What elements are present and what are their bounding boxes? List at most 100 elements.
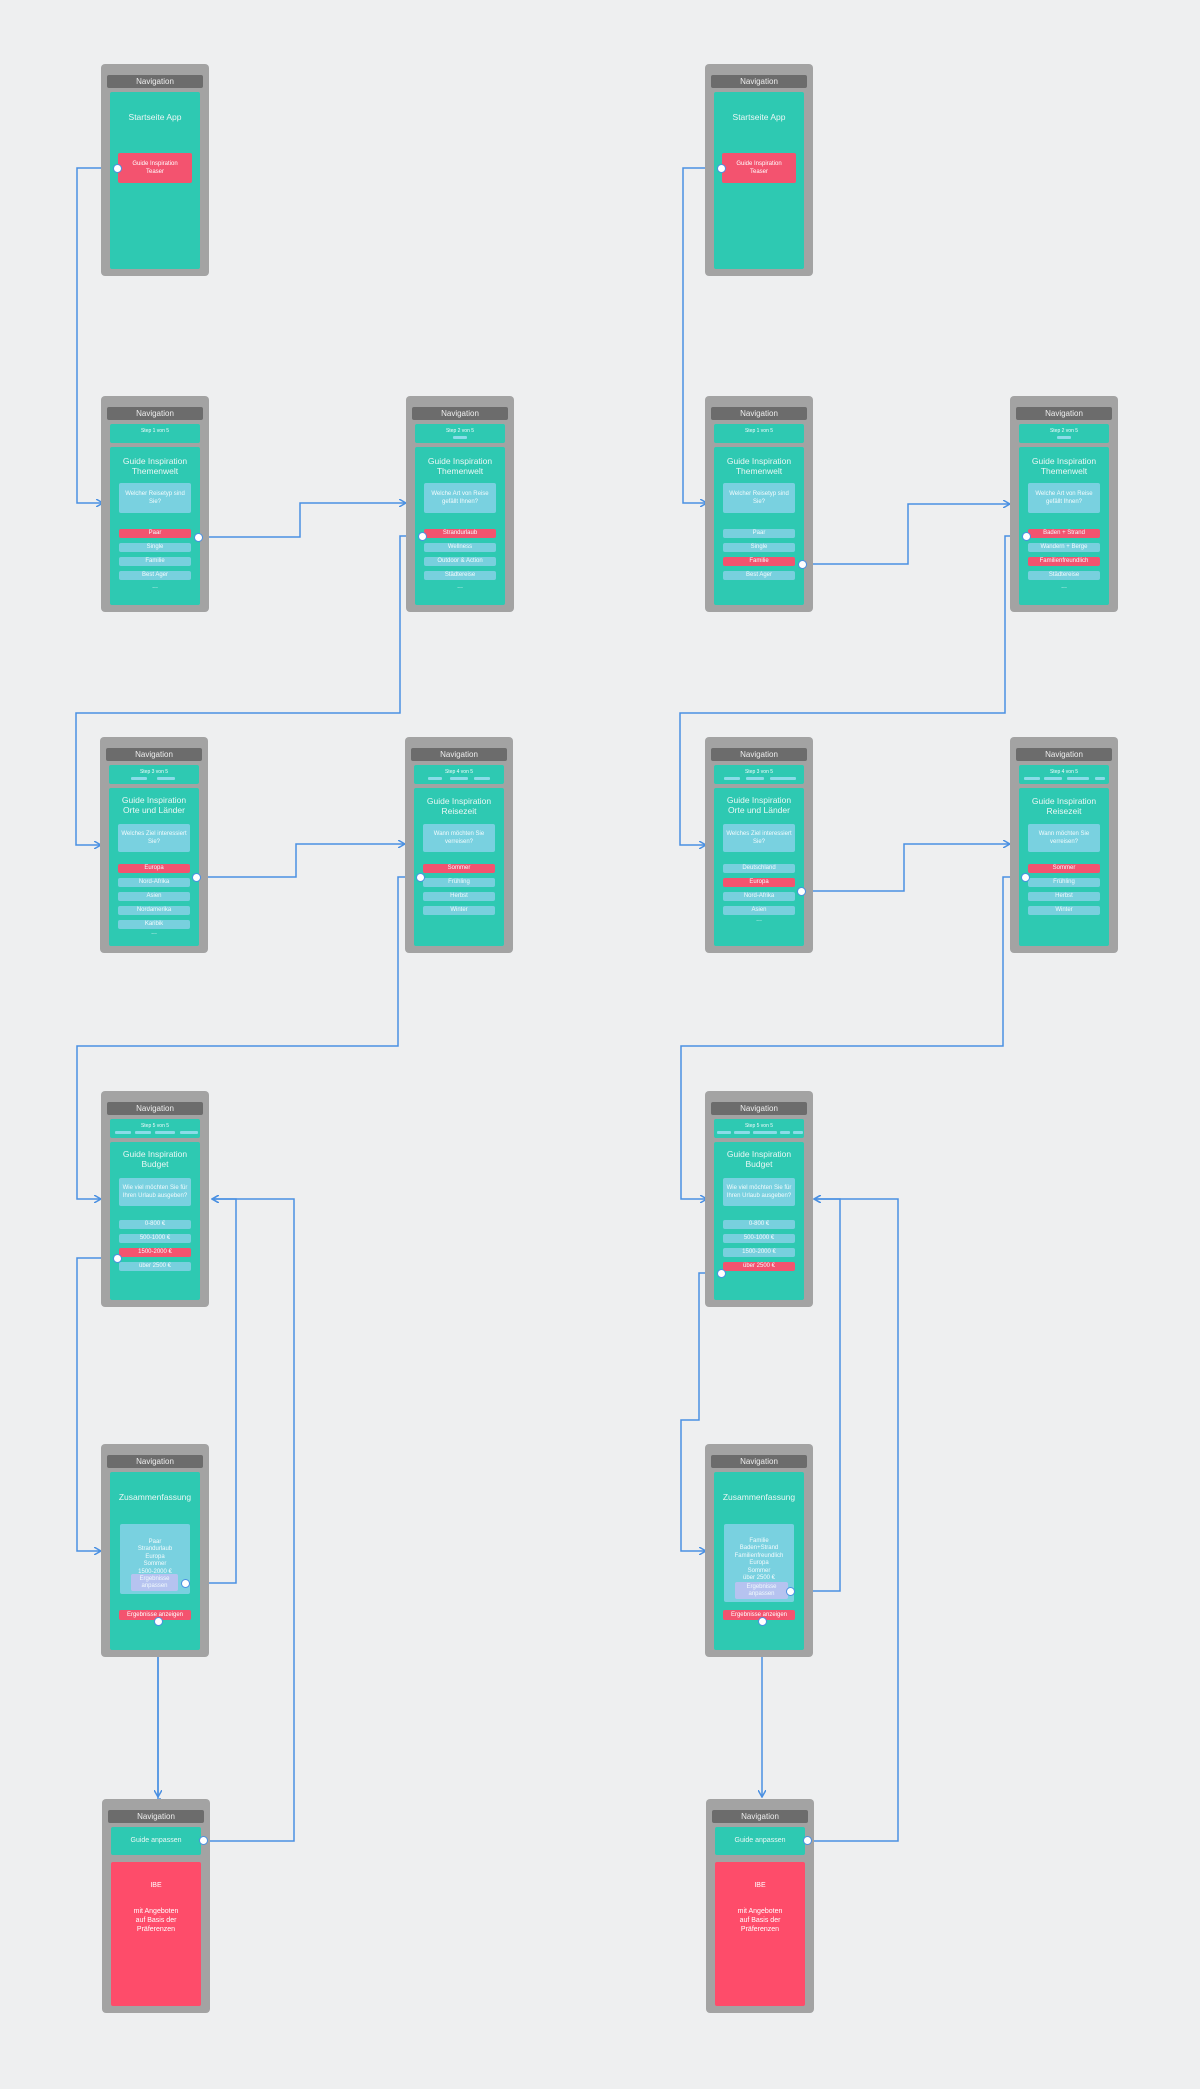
option-winter[interactable]: Winter xyxy=(423,906,495,915)
option-best-ager[interactable]: Best Ager xyxy=(723,571,795,580)
progress-dash xyxy=(474,777,490,780)
option-baden-strand[interactable]: Baden + Strand xyxy=(1028,529,1100,538)
adjust-results-button[interactable]: Ergebnisse anpassen xyxy=(131,1574,178,1591)
option-staedtereise[interactable]: Städtereise xyxy=(424,571,496,580)
question-panel: Guide Inspiration Budget Wie viel möchte… xyxy=(110,1142,200,1300)
progress-dash xyxy=(450,777,468,780)
option-budget-2[interactable]: 500-1000 € xyxy=(723,1234,795,1243)
progress-dash xyxy=(453,436,467,439)
option-familie[interactable]: Familie xyxy=(119,557,191,566)
option-familienfreundlich[interactable]: Familienfreundlich xyxy=(1028,557,1100,566)
step-label: Step 5 von 5 xyxy=(140,1123,170,1129)
option-budget-1[interactable]: 0-800 € xyxy=(119,1220,191,1229)
option-fruehling[interactable]: Frühling xyxy=(1028,878,1100,887)
question-panel: Guide Inspiration Orte und Länder Welche… xyxy=(109,788,199,946)
guide-teaser-button[interactable]: Guide Inspiration Teaser xyxy=(118,153,192,183)
step-indicator: Step 2 von 5 xyxy=(1019,424,1109,443)
guide-adjust-bar[interactable]: Guide anpassen xyxy=(715,1827,805,1855)
page-title: Guide Inspiration Themenwelt xyxy=(726,456,792,476)
option-sommer[interactable]: Sommer xyxy=(1028,864,1100,873)
progress-dash xyxy=(717,1131,731,1134)
screen-step4: Navigation Step 4 von 5 Guide Inspiratio… xyxy=(405,737,513,953)
option-budget-2[interactable]: 500-1000 € xyxy=(119,1234,191,1243)
navigation-bar: Navigation xyxy=(107,407,203,420)
connector-ibe-adjust xyxy=(205,1199,295,1842)
step-indicator: Step 1 von 5 xyxy=(714,424,804,443)
connector-handle xyxy=(797,887,806,896)
guide-adjust-bar[interactable]: Guide anpassen xyxy=(111,1827,201,1855)
step-indicator: Step 3 von 5 xyxy=(109,765,199,784)
option-nord-afrika[interactable]: Nord-Afrika xyxy=(723,892,795,901)
option-winter[interactable]: Winter xyxy=(1028,906,1100,915)
option-deutschland[interactable]: Deutschland xyxy=(723,864,795,873)
question-box: Welches Ziel interessiert Sie? xyxy=(118,824,190,852)
option-wandern-berge[interactable]: Wandern + Berge xyxy=(1028,543,1100,552)
page-title: Guide Inspiration Budget xyxy=(122,1149,188,1169)
navigation-bar: Navigation xyxy=(107,75,203,88)
show-results-button[interactable]: Ergebnisse anzeigen xyxy=(723,1610,795,1620)
option-sommer[interactable]: Sommer xyxy=(423,864,495,873)
navigation-bar: Navigation xyxy=(711,1455,807,1468)
option-budget-4[interactable]: über 2500 € xyxy=(723,1262,795,1271)
connector-step3-step4 xyxy=(196,844,405,878)
option-asien[interactable]: Asien xyxy=(723,906,795,915)
progress-dash xyxy=(780,1131,790,1134)
step-indicator: Step 1 von 5 xyxy=(110,424,200,443)
option-budget-1[interactable]: 0-800 € xyxy=(723,1220,795,1229)
step-indicator: Step 5 von 5 xyxy=(714,1119,804,1138)
option-budget-4[interactable]: über 2500 € xyxy=(119,1262,191,1271)
option-nordamerika[interactable]: Nordamerika xyxy=(118,906,190,915)
adjust-results-button[interactable]: Ergebnisse anpassen xyxy=(735,1582,788,1599)
option-strandurlaub[interactable]: Strandurlaub xyxy=(424,529,496,538)
page-title: Guide Inspiration Budget xyxy=(726,1149,792,1169)
option-fruehling[interactable]: Frühling xyxy=(423,878,495,887)
option-asien[interactable]: Asien xyxy=(118,892,190,901)
connector-step5-summary xyxy=(680,1272,721,1551)
connector-start-step1 xyxy=(682,167,722,503)
connector-step2-step3 xyxy=(75,535,423,845)
connector-step1-step2 xyxy=(198,503,406,538)
question-panel: Guide Inspiration Themenwelt Welcher Rei… xyxy=(110,447,200,605)
guide-teaser-button[interactable]: Guide Inspiration Teaser xyxy=(722,153,796,183)
option-single[interactable]: Single xyxy=(723,543,795,552)
option-single[interactable]: Single xyxy=(119,543,191,552)
option-karibik[interactable]: Karibik xyxy=(118,920,190,929)
screen-start: Navigation Startseite App Guide Inspirat… xyxy=(705,64,813,276)
page-title: Zusammenfassung xyxy=(722,1492,796,1502)
connector-handle xyxy=(1022,532,1031,541)
connector-ibe-adjust xyxy=(808,1199,899,1842)
connector-handle xyxy=(717,164,726,173)
option-paar[interactable]: Paar xyxy=(723,529,795,538)
question-box: Wie viel möchten Sie für Ihren Urlaub au… xyxy=(723,1178,795,1206)
more-indicator: ... xyxy=(151,929,157,936)
page-title: Zusammenfassung xyxy=(118,1492,192,1502)
connector-handle xyxy=(194,533,203,542)
option-staedtereise[interactable]: Städtereise xyxy=(1028,571,1100,580)
question-box: Welcher Reisetyp sind Sie? xyxy=(119,483,191,513)
screen-step3: Navigation Step 3 von 5 Guide Inspiratio… xyxy=(705,737,813,953)
option-budget-3[interactable]: 1500-2000 € xyxy=(723,1248,795,1257)
option-familie[interactable]: Familie xyxy=(723,557,795,566)
ibe-text: mit Angeboten auf Basis der Präferenzen xyxy=(737,1908,783,1933)
option-herbst[interactable]: Herbst xyxy=(1028,892,1100,901)
ibe-title: IBE xyxy=(150,1882,162,1889)
show-results-button[interactable]: Ergebnisse anzeigen xyxy=(119,1610,191,1620)
option-europa[interactable]: Europa xyxy=(723,878,795,887)
step-label: Step 5 von 5 xyxy=(744,1123,774,1129)
page-title: Guide Inspiration Themenwelt xyxy=(427,456,493,476)
option-budget-3[interactable]: 1500-2000 € xyxy=(119,1248,191,1257)
ibe-panel: IBE mit Angeboten auf Basis der Präferen… xyxy=(111,1862,201,2006)
option-europa[interactable]: Europa xyxy=(118,864,190,873)
option-wellness[interactable]: Wellness xyxy=(424,543,496,552)
connector-handle xyxy=(192,873,201,882)
navigation-bar: Navigation xyxy=(711,75,807,88)
option-nord-afrika[interactable]: Nord-Afrika xyxy=(118,878,190,887)
progress-dash xyxy=(428,777,442,780)
option-paar[interactable]: Paar xyxy=(119,529,191,538)
progress-dash xyxy=(1044,777,1062,780)
connector-handle xyxy=(418,532,427,541)
step-label: Step 3 von 5 xyxy=(139,769,169,775)
option-outdoor[interactable]: Outdoor & Action xyxy=(424,557,496,566)
option-herbst[interactable]: Herbst xyxy=(423,892,495,901)
option-best-ager[interactable]: Best Ager xyxy=(119,571,191,580)
